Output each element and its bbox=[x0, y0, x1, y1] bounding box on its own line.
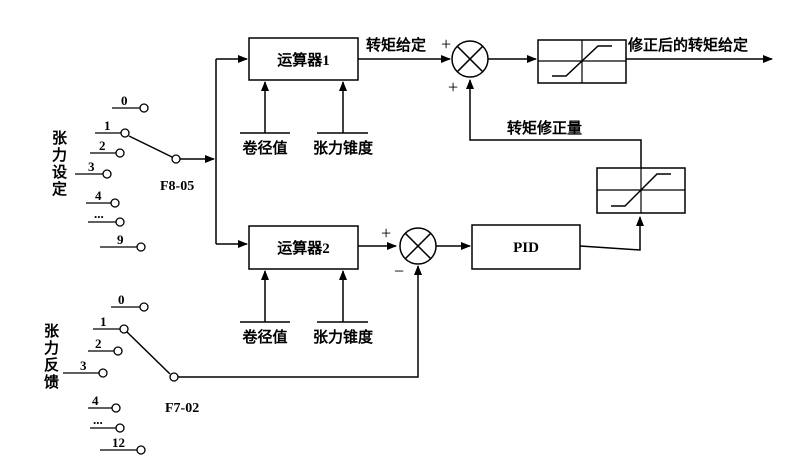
pid-block: PID bbox=[471, 224, 581, 270]
pid-label: PID bbox=[513, 240, 539, 256]
switch-position-label: 1 bbox=[100, 314, 107, 329]
switch-contact bbox=[113, 346, 123, 356]
switch-position-label: 0 bbox=[118, 292, 125, 307]
corrected-torque-label: 修正后的转矩给定 bbox=[627, 36, 748, 54]
switch-contact bbox=[136, 242, 146, 252]
switch-pivot bbox=[169, 372, 179, 382]
tension-setting-label-char: 力 bbox=[52, 146, 67, 164]
summing-junction-2: + − bbox=[381, 223, 437, 281]
switch-position-label: 3 bbox=[80, 358, 87, 373]
tension-feedback-label-char: 馈 bbox=[43, 373, 59, 391]
torque-correction-label: 转矩修正量 bbox=[507, 119, 582, 137]
operator2-input-diameter: 卷径值 bbox=[241, 328, 287, 346]
tension-setting-selector: 张 力 设 定 0 1 2 3 4 ... 9 F8-05 bbox=[52, 93, 194, 252]
torque-given-label: 转矩给定 bbox=[366, 36, 426, 54]
sum1-plus-sign: + bbox=[441, 34, 451, 54]
switch-contact bbox=[98, 368, 108, 378]
operator1-block: 运算器1 卷径值 张力锥度 bbox=[240, 37, 374, 157]
operator1-input-diameter: 卷径值 bbox=[241, 139, 287, 157]
tension-feedback-label-char: 张 bbox=[44, 323, 60, 340]
switch-contact bbox=[115, 423, 125, 433]
sum2-plus-sign: + bbox=[381, 223, 391, 243]
switch-position-label: 4 bbox=[92, 393, 99, 408]
switch-position-label: 1 bbox=[104, 118, 111, 133]
switch-pivot bbox=[171, 154, 181, 164]
switch-position-label: 2 bbox=[95, 336, 102, 351]
switch-position-label: ... bbox=[94, 206, 104, 221]
output-limiter bbox=[537, 39, 627, 84]
operator2-input-taper: 张力锥度 bbox=[313, 328, 374, 346]
operator2-label: 运算器2 bbox=[277, 239, 330, 257]
switch-contact bbox=[139, 302, 149, 312]
tension-feedback-label-char: 力 bbox=[44, 339, 59, 357]
sum2-minus-sign: − bbox=[394, 261, 404, 281]
switch-contact bbox=[136, 445, 146, 455]
switch-position-label: 2 bbox=[99, 138, 106, 153]
tension-setting-label-char: 定 bbox=[52, 180, 67, 198]
switch-code-label: F8-05 bbox=[160, 179, 194, 194]
switch-position-label: 4 bbox=[95, 188, 102, 203]
switch-contact bbox=[115, 217, 125, 227]
switch-contact bbox=[102, 169, 112, 179]
sum1-plus-sign: + bbox=[448, 77, 458, 97]
switch-position-label: 9 bbox=[117, 232, 124, 247]
switch-position-label: ... bbox=[93, 412, 103, 427]
summing-junction-1: + + bbox=[441, 34, 489, 97]
tension-setting-label-char: 设 bbox=[52, 164, 67, 181]
correction-limiter bbox=[596, 167, 686, 214]
switch-code-label: F7-02 bbox=[165, 401, 199, 416]
operator1-label: 运算器1 bbox=[277, 51, 330, 69]
operator1-input-taper: 张力锥度 bbox=[313, 139, 374, 157]
switch-position-label: 12 bbox=[112, 435, 125, 450]
switch-contact bbox=[111, 403, 121, 413]
tension-setting-label-char: 张 bbox=[52, 130, 68, 147]
switch-contact bbox=[139, 103, 149, 113]
switch-position-label: 0 bbox=[121, 93, 128, 108]
tension-feedback-selector: 张 力 反 馈 0 1 2 3 4 ... 12 F7-02 bbox=[43, 292, 199, 455]
switch-contact bbox=[115, 148, 125, 158]
tension-feedback-label-char: 反 bbox=[44, 357, 59, 374]
switch-contact bbox=[120, 128, 130, 138]
operator2-block: 运算器2 卷径值 张力锥度 bbox=[240, 225, 374, 346]
switch-contact bbox=[110, 198, 120, 208]
switch-contact bbox=[119, 324, 129, 334]
switch-position-label: 3 bbox=[88, 159, 95, 174]
